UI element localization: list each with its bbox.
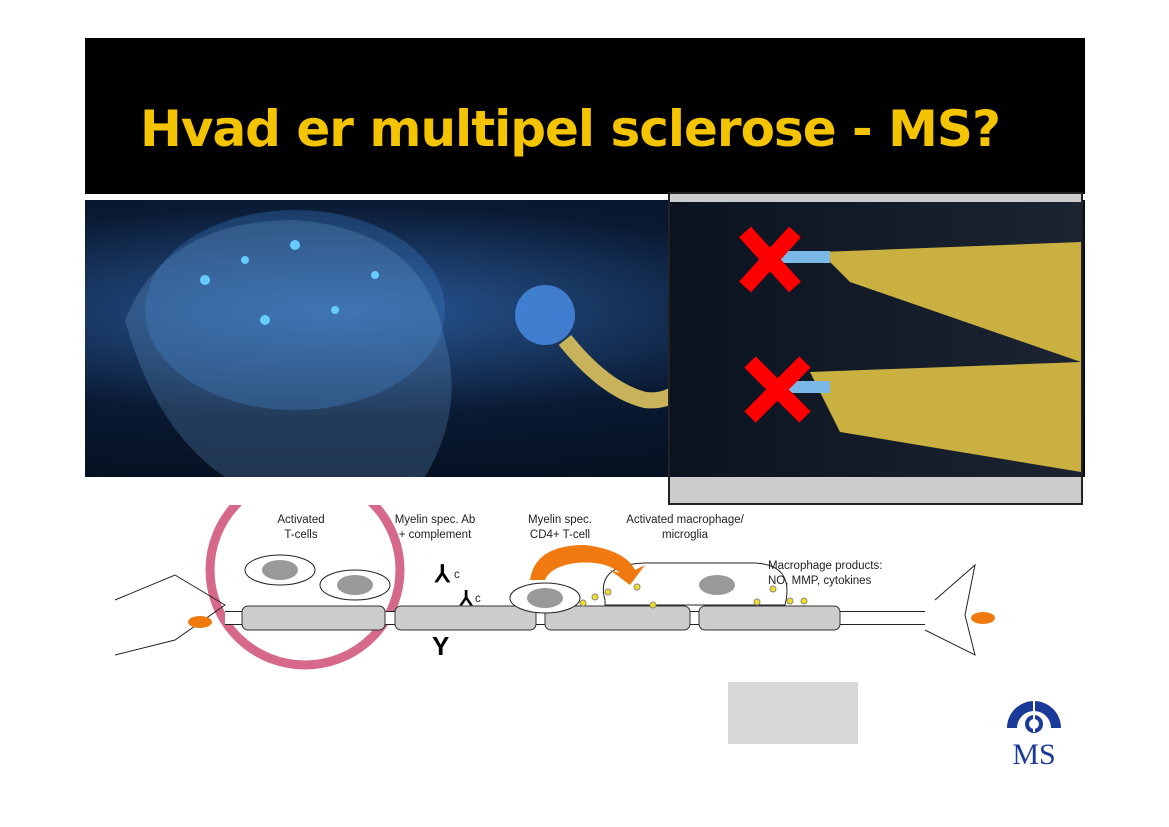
- diagram-shape: [337, 575, 373, 595]
- ms-pathology-diagram: ⅄ ⅄ Y c c Activated T-cells Myelin spec.…: [114, 505, 995, 670]
- diagram-shape: [579, 599, 587, 607]
- diagram-label: c: [475, 593, 481, 605]
- diagram-shape: [649, 601, 657, 609]
- diagram-shape: [810, 362, 1081, 472]
- diagram-shape: [786, 597, 794, 605]
- diagram-label: Activated: [277, 514, 324, 526]
- diagram-label: CD4+ T-cell: [530, 529, 590, 541]
- grey-image-fragment: [728, 682, 858, 744]
- diagram-shape: [241, 605, 841, 631]
- tcell-highlight-circle: [205, 505, 405, 670]
- diagram-shape: [800, 597, 808, 605]
- diagram-shape: [971, 612, 995, 624]
- diagram-shape: [744, 356, 811, 423]
- diagram-shape: [591, 593, 599, 601]
- diagram-shape: [603, 562, 788, 606]
- diagram-label: Macrophage products:: [768, 560, 882, 572]
- diagram-shape: [515, 285, 575, 345]
- diagram-label: NO, MMP, cytokines: [768, 575, 872, 587]
- diagram-shape: [769, 585, 777, 593]
- antibody-icon: ⅄: [434, 561, 451, 588]
- diagram-label: c: [454, 569, 460, 581]
- diagram-label: Myelin spec.: [528, 514, 592, 526]
- diagram-shape: [290, 240, 300, 250]
- diagram-shape: [753, 598, 761, 606]
- logo-text: MS: [1012, 738, 1055, 768]
- diagram-shape: [527, 588, 563, 608]
- diagram-shape: [241, 256, 249, 264]
- diagram-shape: [633, 583, 641, 591]
- diagram-shape: [924, 563, 976, 656]
- diagram-shape: [188, 616, 212, 628]
- diagram-shape: [820, 242, 1081, 362]
- diagram-shape: [579, 583, 808, 609]
- diagram-shape: [200, 240, 379, 325]
- diagram-shape: [260, 315, 270, 325]
- diagram-shape: [394, 605, 537, 631]
- ms-logo: MS: [1007, 698, 1061, 768]
- activation-arrow: [530, 545, 645, 585]
- cross-icon: [739, 226, 801, 293]
- antibody-icon: ⅄: [459, 588, 473, 610]
- axon-art: [739, 226, 1081, 472]
- myelin-damage-image: [668, 192, 1083, 505]
- slide-title: Hvad er multipel sclerose - MS?: [140, 100, 1001, 158]
- diagram-shape: [241, 605, 386, 631]
- diagram-shape: [698, 605, 841, 631]
- diagram-label: + complement: [399, 529, 472, 541]
- diagram-shape: [262, 560, 298, 580]
- diagram-shape: [114, 574, 226, 656]
- diagram-shape: [604, 588, 612, 596]
- diagram-shape: [1007, 701, 1061, 728]
- diagram-label: microglia: [662, 529, 709, 541]
- diagram-shape: [331, 306, 339, 314]
- title-banner: Hvad er multipel sclerose - MS?: [85, 38, 1085, 194]
- cross-icon: [744, 356, 811, 423]
- diagram-shape: [739, 226, 801, 293]
- brain-neuron-art: [125, 210, 747, 477]
- diagram-label: Activated macrophage/: [626, 514, 744, 526]
- diagram-shape: [699, 575, 735, 595]
- diagram-label: T-cells: [284, 529, 317, 541]
- diagram-shape: [544, 605, 691, 631]
- diagram-shape: [371, 271, 379, 279]
- diagram-shape: [145, 210, 445, 410]
- antibody-icon: Y: [432, 631, 449, 661]
- diagram-shape: [200, 275, 210, 285]
- diagram-label: Myelin spec. Ab: [395, 514, 476, 526]
